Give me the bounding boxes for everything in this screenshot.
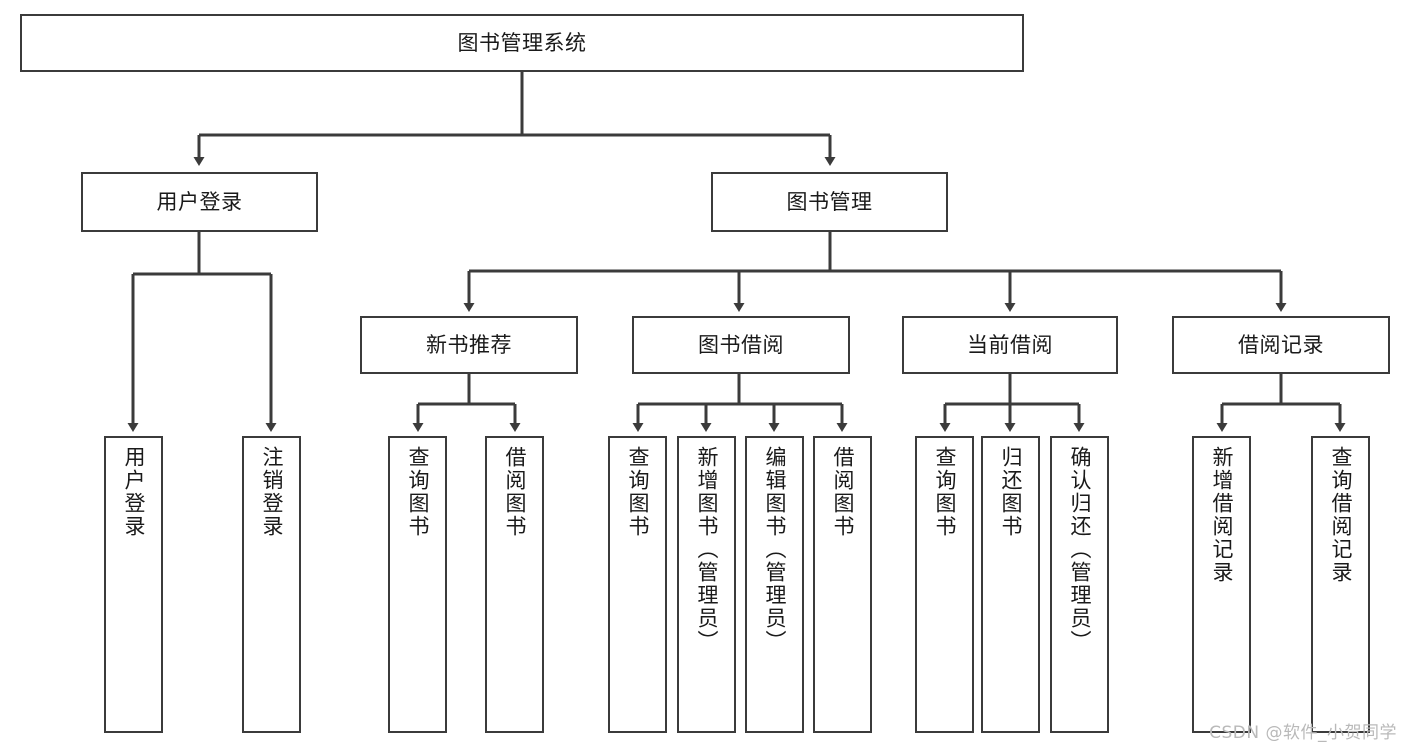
node-leaf-user-login-label: 用户登录 <box>122 446 146 538</box>
node-leaf-borrow-book-1[interactable]: 借阅图书 <box>485 436 544 733</box>
node-leaf-confirm-return[interactable]: 确认归还（管理员） <box>1050 436 1109 733</box>
node-leaf-add-book-label: 新增图书（管理员） <box>695 446 719 653</box>
node-leaf-add-book[interactable]: 新增图书（管理员） <box>677 436 736 733</box>
node-current-borrow-label: 当前借阅 <box>967 332 1053 357</box>
node-current-borrow[interactable]: 当前借阅 <box>902 316 1118 374</box>
node-book-borrow[interactable]: 图书借阅 <box>632 316 850 374</box>
node-leaf-query-book-1[interactable]: 查询图书 <box>388 436 447 733</box>
node-root[interactable]: 图书管理系统 <box>20 14 1024 72</box>
node-leaf-borrow-book-1-label: 借阅图书 <box>503 446 527 538</box>
node-leaf-logout-label: 注销登录 <box>260 446 284 538</box>
node-leaf-add-record-label: 新增借阅记录 <box>1210 446 1234 584</box>
node-root-label: 图书管理系统 <box>457 30 587 55</box>
node-leaf-query-book-2-label: 查询图书 <box>626 446 650 538</box>
node-leaf-edit-book-label: 编辑图书（管理员） <box>763 446 787 653</box>
node-book-management[interactable]: 图书管理 <box>711 172 948 232</box>
node-leaf-query-book-1-label: 查询图书 <box>406 446 430 538</box>
node-user-login[interactable]: 用户登录 <box>81 172 318 232</box>
node-leaf-user-login[interactable]: 用户登录 <box>104 436 163 733</box>
node-borrow-record[interactable]: 借阅记录 <box>1172 316 1390 374</box>
node-leaf-return-book-label: 归还图书 <box>999 446 1023 538</box>
node-book-borrow-label: 图书借阅 <box>698 332 784 357</box>
node-leaf-logout[interactable]: 注销登录 <box>242 436 301 733</box>
node-leaf-query-record-label: 查询借阅记录 <box>1329 446 1353 584</box>
node-leaf-query-book-3[interactable]: 查询图书 <box>915 436 974 733</box>
node-borrow-record-label: 借阅记录 <box>1238 332 1324 357</box>
node-new-book-recommend-label: 新书推荐 <box>426 332 512 357</box>
node-book-management-label: 图书管理 <box>786 189 873 214</box>
node-new-book-recommend[interactable]: 新书推荐 <box>360 316 578 374</box>
node-leaf-query-book-2[interactable]: 查询图书 <box>608 436 667 733</box>
node-leaf-query-book-3-label: 查询图书 <box>933 446 957 538</box>
node-leaf-add-record[interactable]: 新增借阅记录 <box>1192 436 1251 733</box>
node-leaf-borrow-book-2-label: 借阅图书 <box>831 446 855 538</box>
node-leaf-return-book[interactable]: 归还图书 <box>981 436 1040 733</box>
node-leaf-query-record[interactable]: 查询借阅记录 <box>1311 436 1370 733</box>
node-leaf-confirm-return-label: 确认归还（管理员） <box>1068 446 1092 653</box>
node-leaf-edit-book[interactable]: 编辑图书（管理员） <box>745 436 804 733</box>
node-leaf-borrow-book-2[interactable]: 借阅图书 <box>813 436 872 733</box>
node-user-login-label: 用户登录 <box>156 189 243 214</box>
